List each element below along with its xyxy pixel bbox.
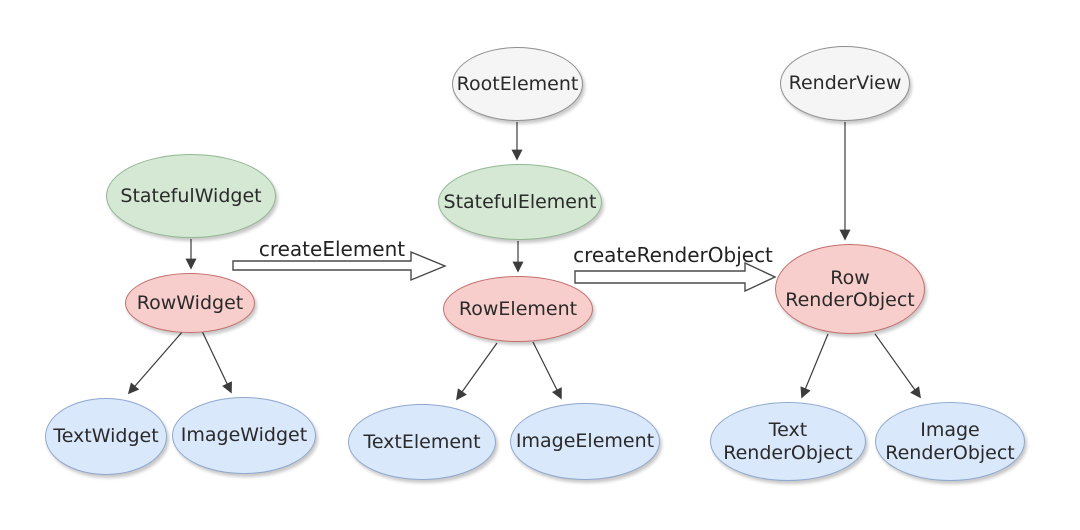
node-image-render-object: Image RenderObject	[875, 402, 1025, 481]
node-label-line2: RenderObject	[723, 441, 853, 464]
node-label: StatefulElement	[443, 190, 597, 213]
edge-rowrenderobject-textrenderobject	[800, 333, 829, 399]
node-label: TextWidget	[53, 425, 159, 448]
node-label: ImageWidget	[180, 424, 308, 447]
edge-rowelement-imageelement	[532, 341, 562, 400]
node-text-element: TextElement	[348, 404, 496, 480]
node-label: RowWidget	[136, 291, 244, 314]
node-image-element: ImageElement	[510, 403, 660, 480]
node-label: ImageElement	[515, 430, 655, 453]
node-label: RowElement	[458, 297, 578, 320]
node-stateful-widget: StatefulWidget	[106, 154, 276, 238]
node-label: StatefulWidget	[120, 184, 262, 207]
edge-rowelement-textelement	[456, 342, 498, 401]
node-stateful-element: StatefulElement	[438, 164, 602, 240]
edge-rowwidget-imagewidget	[201, 330, 232, 394]
create-render-object-arrow	[574, 261, 777, 293]
node-label: RenderView	[788, 72, 902, 95]
create-render-object-label: createRenderObject	[553, 243, 793, 267]
create-element-text: createElement	[258, 237, 406, 261]
node-label: RootElement	[456, 72, 579, 95]
node-text-widget: TextWidget	[45, 398, 167, 475]
node-label-line2: RenderObject	[785, 289, 915, 311]
node-root-element: RootElement	[452, 47, 583, 121]
node-row-render-object: Row RenderObject	[775, 244, 925, 334]
node-render-view: RenderView	[780, 46, 910, 121]
node-text-render-object: Text RenderObject	[710, 402, 866, 481]
node-label-line1: Row	[830, 266, 870, 289]
create-element-label: createElement	[232, 237, 432, 261]
node-label-line1: Text	[768, 419, 808, 442]
node-row-element: RowElement	[443, 276, 593, 342]
node-label-line1: Image	[920, 419, 980, 442]
edge-rowwidget-textwidget	[127, 330, 184, 395]
create-render-object-text: createRenderObject	[573, 243, 773, 267]
node-label: TextElement	[363, 430, 481, 453]
create-element-arrow	[232, 250, 447, 282]
node-image-widget: ImageWidget	[172, 397, 316, 474]
node-label-line2: RenderObject	[885, 441, 1015, 464]
edge-rowrenderobject-imagerenderobject	[874, 333, 921, 399]
node-row-widget: RowWidget	[125, 273, 255, 333]
